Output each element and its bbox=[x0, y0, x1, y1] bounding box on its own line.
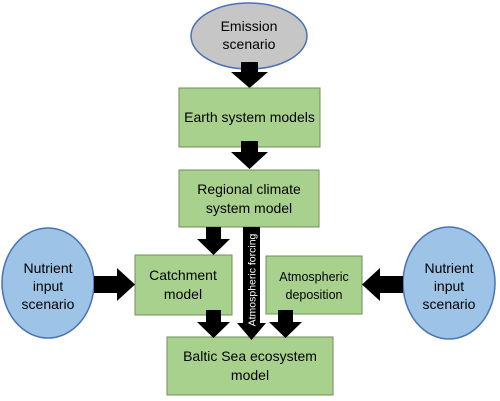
nutrient-input-left-node: Nutrient input scenario bbox=[1, 227, 95, 339]
arrow-nutrient-right-to-deposition bbox=[362, 268, 403, 301]
regional-climate-model-line2: system model bbox=[206, 200, 292, 216]
arrow-esm-to-rcsm bbox=[231, 141, 268, 169]
nutrient-input-left-line3: scenario bbox=[22, 296, 75, 312]
nutrient-input-left-line1: Nutrient bbox=[23, 260, 72, 276]
nutrient-input-left-line2: input bbox=[33, 278, 63, 294]
arrow-catchment-to-baltic bbox=[197, 310, 230, 338]
earth-system-models-node: Earth system models bbox=[178, 87, 321, 148]
arrow-nutrient-left-to-catchment bbox=[94, 268, 135, 301]
nutrient-input-right-node: Nutrient input scenario bbox=[402, 226, 496, 340]
earth-system-models-label: Earth system models bbox=[184, 109, 315, 125]
atmospheric-deposition-node: Atmospheric deposition bbox=[265, 255, 363, 315]
baltic-sea-model-node: Baltic Sea ecosystem model bbox=[166, 336, 334, 396]
atmospheric-forcing-arrow-shape bbox=[237, 227, 266, 340]
baltic-sea-model-box bbox=[166, 336, 334, 396]
atmospheric-deposition-line1: Atmospheric bbox=[279, 270, 348, 284]
catchment-model-line1: Catchment bbox=[149, 267, 217, 283]
earth-system-models-box bbox=[178, 87, 321, 148]
baltic-sea-model-line1: Baltic Sea ecosystem bbox=[183, 348, 317, 364]
catchment-model-node: Catchment model bbox=[134, 254, 233, 316]
atmospheric-forcing-label: Atmospheric forcing bbox=[247, 233, 259, 326]
arrow-rcsm-to-catchment bbox=[197, 227, 230, 255]
nutrient-input-right-line3: scenario bbox=[423, 296, 476, 312]
baltic-sea-model-line2: model bbox=[231, 367, 269, 383]
emission-scenario-line2: scenario bbox=[223, 36, 276, 52]
regional-climate-model-line1: Regional climate bbox=[197, 181, 301, 197]
emission-scenario-line1: Emission bbox=[221, 18, 278, 34]
catchment-model-box bbox=[134, 254, 233, 316]
regional-climate-model-box bbox=[178, 169, 320, 228]
atmospheric-deposition-box bbox=[265, 255, 363, 315]
atmospheric-deposition-line2: deposition bbox=[286, 288, 343, 302]
catchment-model-line2: model bbox=[164, 286, 202, 302]
nutrient-input-right-line2: input bbox=[434, 278, 464, 294]
arrow-deposition-to-baltic bbox=[269, 310, 302, 338]
emission-scenario-node: Emission scenario bbox=[190, 2, 308, 70]
atmospheric-forcing-arrow: Atmospheric forcing bbox=[237, 227, 266, 340]
nutrient-input-right-line1: Nutrient bbox=[424, 260, 473, 276]
arrow-emission-to-esm bbox=[231, 62, 268, 88]
regional-climate-model-node: Regional climate system model bbox=[178, 169, 320, 228]
